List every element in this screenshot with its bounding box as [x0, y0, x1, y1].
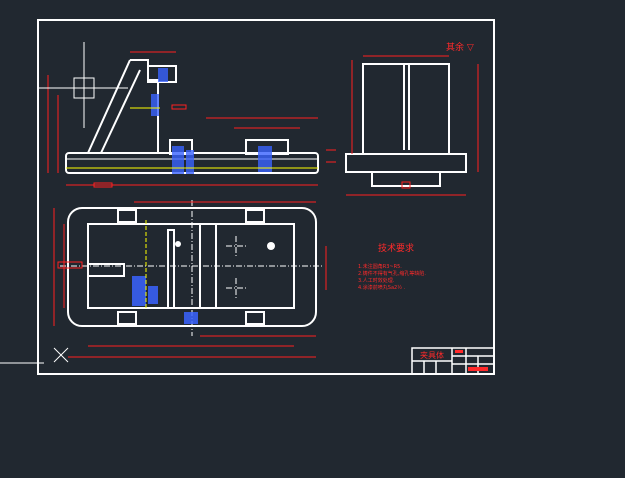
tech-item-3: 3.人工时效处理. [358, 277, 395, 284]
tech-item-4: 4.涂漆前喷丸Sa2½ . [358, 284, 406, 291]
tech-item-2: 2.铸件不得有气孔,缩孔等缺陷. [358, 270, 426, 277]
front-view-hatching [66, 68, 318, 174]
side-view[interactable] [345, 63, 467, 187]
tech-item-1: 1.未注圆角R3~R5. [358, 263, 402, 270]
title-block-text: 夹具体 [420, 350, 488, 371]
tech-title: 技术要求 [378, 242, 414, 254]
side-view-dimensions [346, 55, 479, 196]
part-name: 夹具体 [420, 350, 444, 360]
drawing-sheet [37, 19, 495, 375]
roughness-note-text: 其余 ▽ [446, 41, 474, 53]
technical-requirements: 技术要求 1.未注圆角R3~R5. 2.铸件不得有气孔,缩孔等缺陷. 3.人工时… [358, 242, 426, 291]
top-view-details [132, 220, 275, 324]
front-view-dimensions [47, 51, 336, 188]
top-view-dimensions [53, 201, 327, 358]
roughness-note: 其余 ▽ [446, 41, 474, 53]
ucs-x-marker-icon [0, 347, 69, 364]
title-block[interactable] [411, 347, 495, 375]
crosshair-cursor-icon [38, 42, 128, 128]
